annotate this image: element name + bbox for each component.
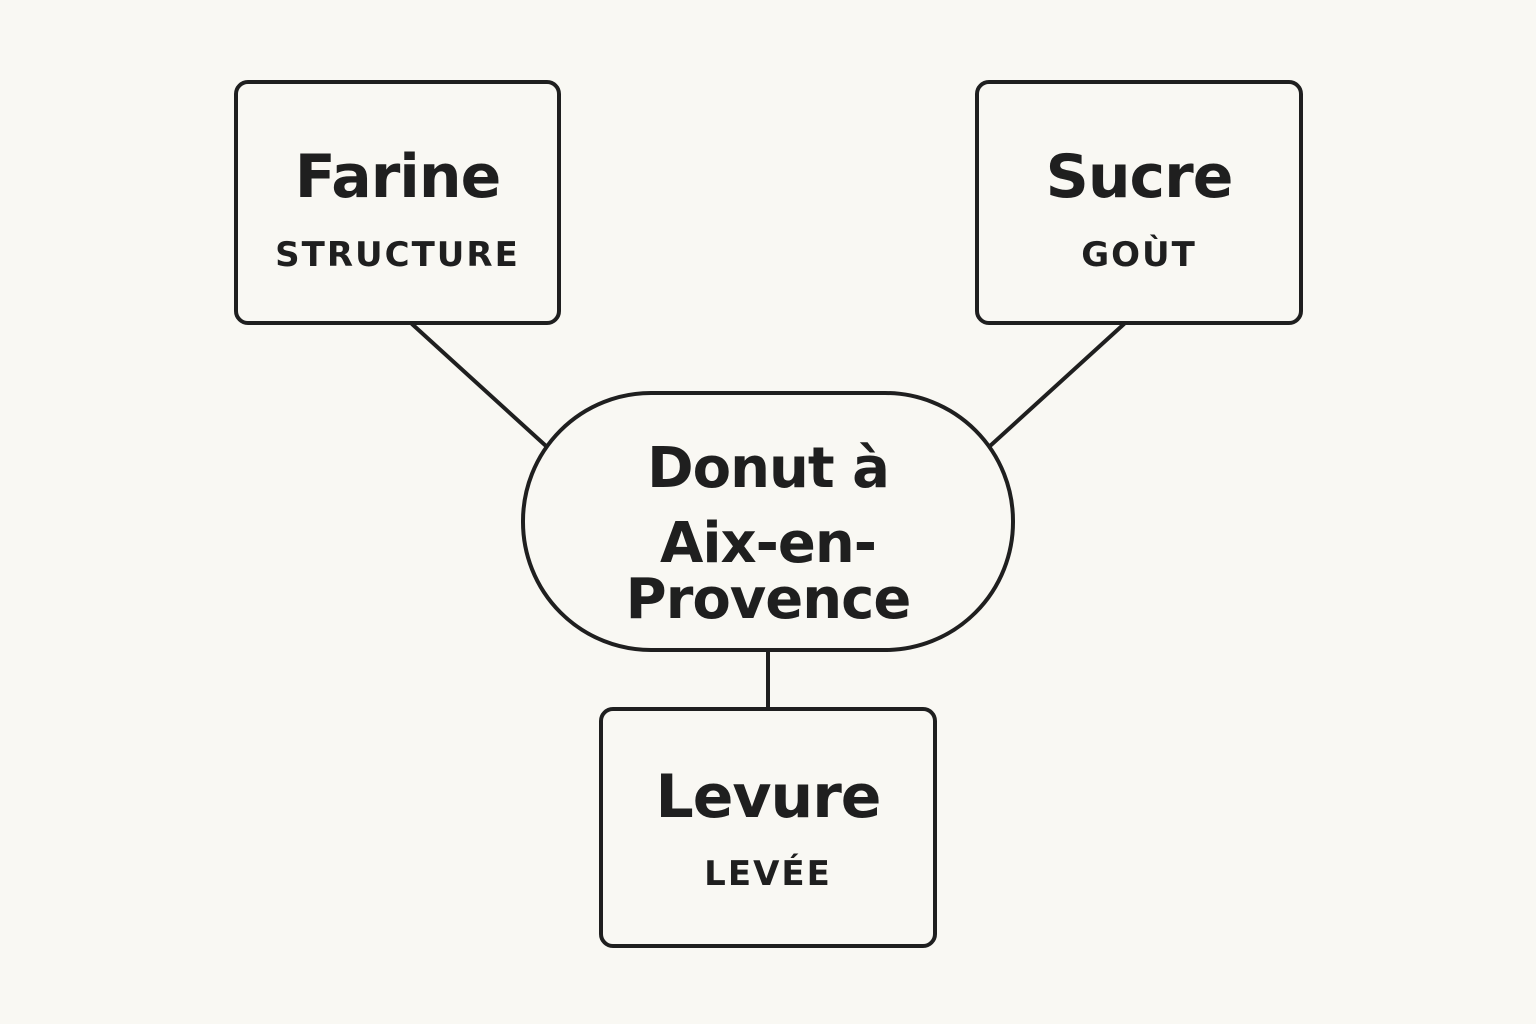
node-subtitle: STRUCTURE	[275, 235, 520, 275]
center-title-line-1: Donut à	[647, 436, 890, 501]
center-title-line-2: Aix-en-Provence	[625, 511, 912, 632]
node-title: Sucre	[1045, 142, 1234, 212]
connector-farine-center	[410, 322, 548, 448]
node-title: Levure	[655, 762, 881, 832]
node-subtitle: GOÙT	[1081, 235, 1197, 275]
ingredient-node-farine: Farine STRUCTURE	[234, 80, 561, 325]
center-node: Donut à Aix-en-Provence	[521, 391, 1015, 652]
connector-sucre-center	[988, 322, 1126, 448]
node-title: Farine	[294, 142, 502, 212]
node-subtitle: LEVÉE	[704, 854, 832, 894]
ingredient-node-sucre: Sucre GOÙT	[975, 80, 1303, 325]
ingredient-node-levure: Levure LEVÉE	[599, 707, 937, 948]
